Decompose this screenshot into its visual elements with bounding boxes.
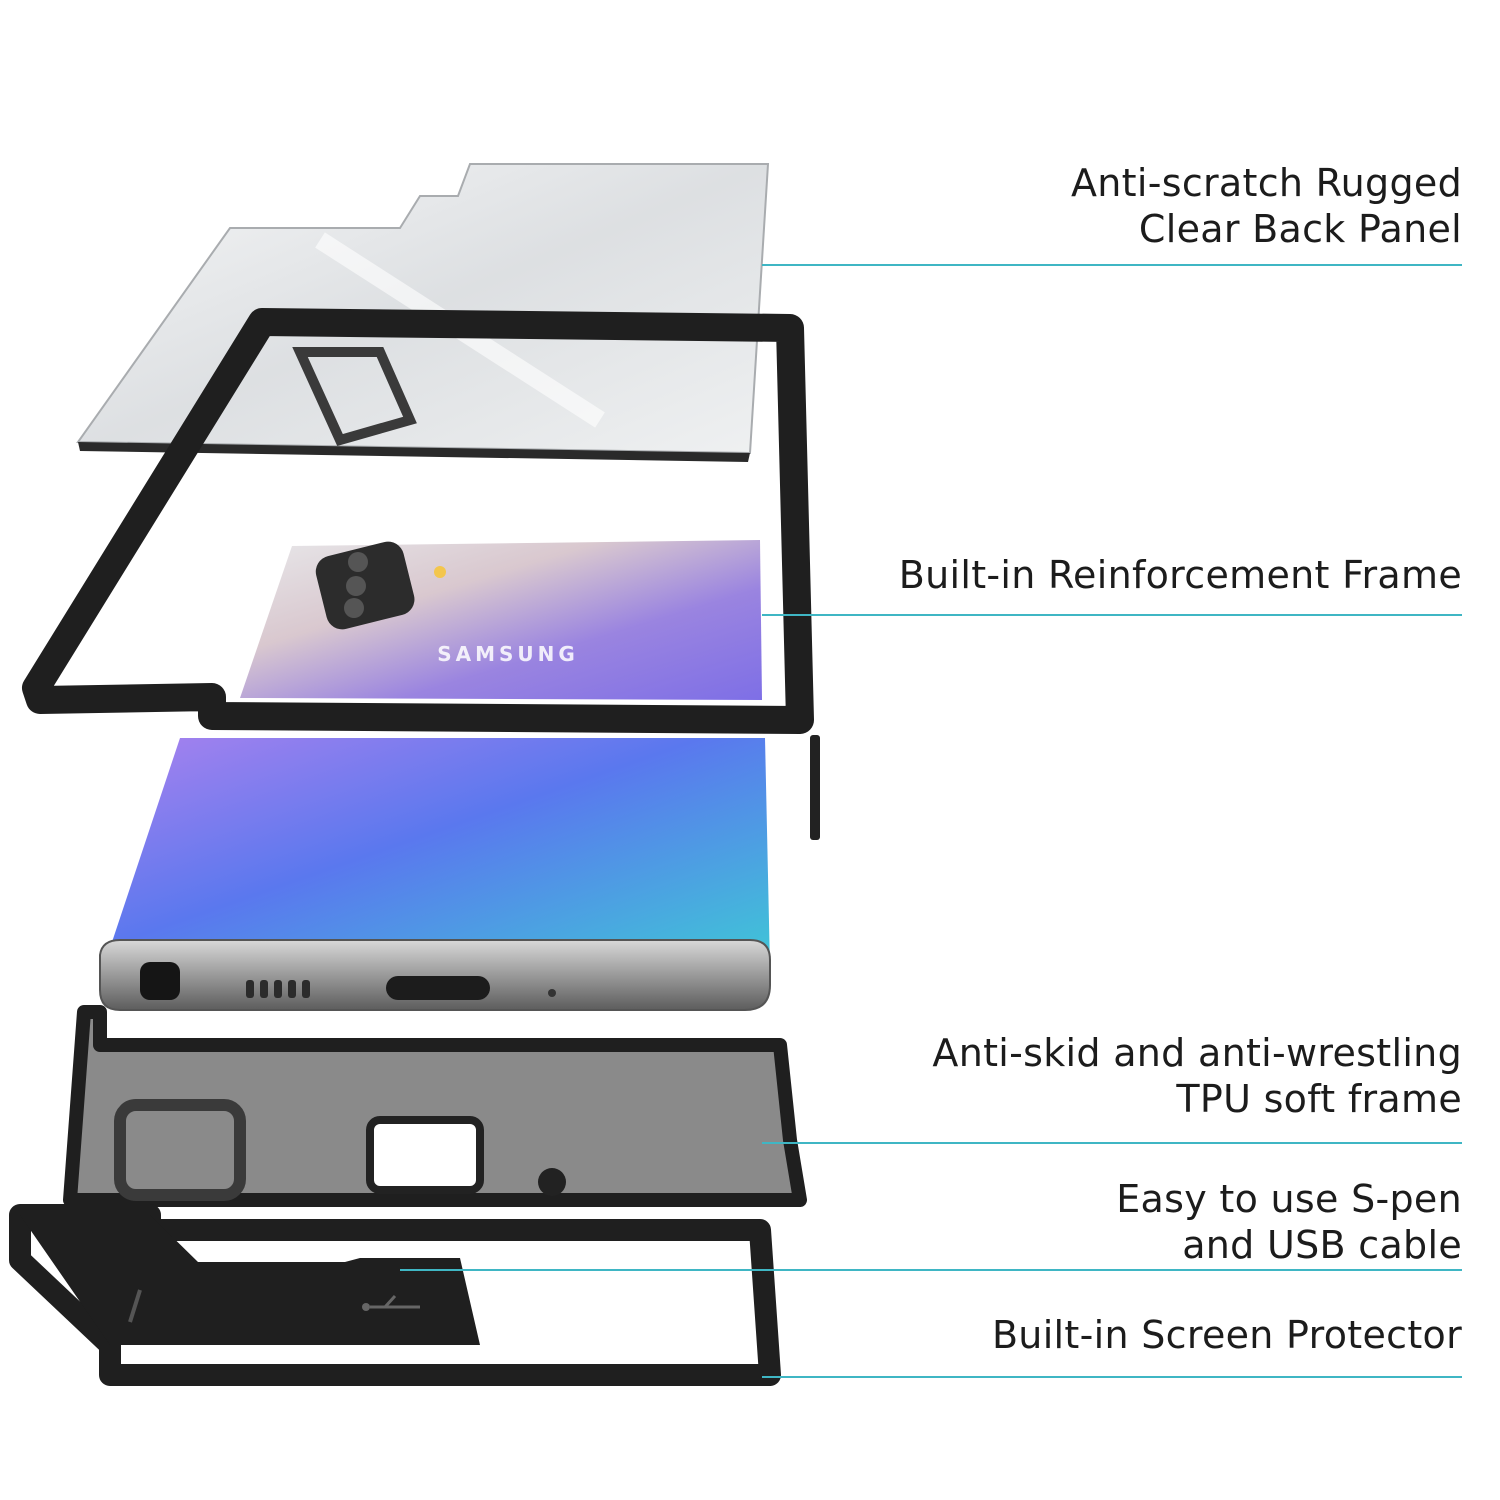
phone-back: SAMSUNG [240, 540, 762, 700]
spen-slot [140, 962, 180, 1000]
callout-line: Clear Back Panel [1138, 207, 1462, 251]
callout-line: and USB cable [1182, 1223, 1462, 1267]
callout-spen-usb: Easy to use S-pen and USB cable [1116, 1176, 1462, 1268]
reinforcement-frame [22, 308, 814, 734]
callout-line: Built-in Screen Protector [991, 1313, 1462, 1357]
samsung-logo: SAMSUNG [437, 642, 579, 666]
pen-icon [128, 1289, 142, 1323]
screen-protector [9, 1204, 781, 1386]
phone-body [99, 735, 820, 1011]
callout-line: Anti-scratch Rugged [1070, 161, 1462, 205]
callout-screen-protector: Built-in Screen Protector [992, 1312, 1462, 1358]
callout-line: TPU soft frame [1176, 1077, 1462, 1121]
callout-reinforcement-frame: Built-in Reinforcement Frame [899, 552, 1462, 598]
callout-line: Easy to use S-pen [1116, 1177, 1462, 1221]
leader-lines [400, 264, 1462, 1378]
callout-line: Anti-skid and anti-wrestling [932, 1031, 1462, 1075]
callout-line: Built-in Reinforcement Frame [898, 553, 1462, 597]
callout-back-panel: Anti-scratch Rugged Clear Back Panel [1071, 160, 1462, 252]
usb-icon [362, 1294, 420, 1311]
callout-tpu-frame: Anti-skid and anti-wrestling TPU soft fr… [932, 1030, 1462, 1122]
usb-port [386, 976, 490, 1000]
tpu-soft-frame [63, 1005, 807, 1207]
